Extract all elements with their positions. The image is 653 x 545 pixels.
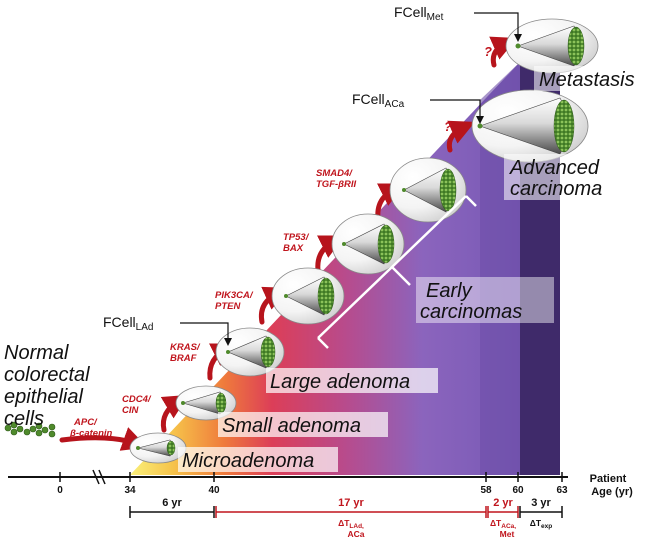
stage-advanced-carcinoma-line2: carcinoma	[510, 178, 602, 200]
tick-label-60: 60	[512, 485, 524, 496]
normal-cells-cluster	[4, 421, 56, 438]
label-bg-early-carcinomas	[416, 277, 554, 323]
stage-normal-line4: cells	[4, 408, 44, 430]
mutation-unknown-2: ?	[484, 44, 492, 59]
stage-metastasis: Metastasis	[539, 69, 635, 91]
early-carcinomas-bracket	[317, 195, 477, 349]
tick-label-0: 0	[57, 485, 63, 496]
label-bg-metastasis	[534, 66, 630, 91]
delta-t-aca-met-label: ΔTACa,	[490, 518, 516, 530]
svg-text:FCellACa: FCellACa	[352, 91, 405, 110]
svg-text:FCellMet: FCellMet	[394, 4, 444, 23]
tick-label-63: 63	[556, 485, 568, 496]
stage-small-adenoma: Small adenoma	[222, 415, 361, 437]
tumor-bubble-early-carcinoma-3	[389, 157, 467, 223]
mutation-unknown-1: ?	[444, 119, 452, 134]
mutation-braf: BRAF	[170, 353, 197, 364]
stage-microadenoma: Microadenoma	[182, 450, 314, 472]
mutation-pik3ca: PIK3CA/	[215, 290, 254, 301]
tumor-bubble-small-adenoma	[175, 385, 237, 421]
mutation-cdc4: CDC4/	[122, 394, 152, 405]
label-bg-large-adenoma	[266, 368, 438, 393]
duration-17yr: 17 yr	[338, 497, 364, 509]
tick-label-34: 34	[124, 485, 136, 496]
axis-label-patient: Patient	[590, 473, 627, 485]
stage-normal-line3: epithelial	[4, 386, 84, 408]
mutation-tgf-bria: TGF-βRII	[316, 179, 357, 190]
delta-t-lad-aca-label-2: ACa	[347, 529, 364, 539]
age-axis: 0 34 40 58 60 63 Patient Age (yr)	[8, 469, 633, 498]
label-bg-small-adenoma	[218, 412, 388, 437]
label-bg-microadenoma	[178, 447, 338, 472]
delta-t-exp-label: ΔTexp	[530, 518, 553, 530]
stage-large-adenoma: Large adenoma	[270, 371, 410, 393]
tick-label-40: 40	[208, 485, 220, 496]
duration-bars: 6 yr 17 yr ΔTLAd, ACa 2 yr ΔTACa, Met 3 …	[129, 497, 563, 539]
stage-advanced-carcinoma-line1: Advanced	[509, 157, 600, 179]
duration-6yr: 6 yr	[162, 497, 182, 509]
delta-t-aca-met-label-2: Met	[500, 529, 515, 539]
tumor-bubble-large-adenoma	[215, 327, 285, 377]
founder-cell-lad: FCellLAd	[103, 314, 232, 346]
duration-3yr: 3 yr	[531, 497, 551, 509]
axis-break	[92, 469, 100, 485]
stage-early-carcinomas-line2: carcinomas	[420, 301, 522, 323]
mutation-smad4: SMAD4/	[316, 168, 353, 179]
axis-break	[98, 469, 106, 485]
tumor-bubble-advanced-carcinoma	[471, 89, 589, 163]
tumor-bubble-microadenoma	[129, 432, 187, 464]
tumor-bubble-metastasis	[505, 18, 599, 74]
mutation-cin: CIN	[122, 405, 140, 416]
founder-cell-met: FCellMet	[394, 4, 522, 42]
axis-label-age: Age (yr)	[591, 486, 633, 498]
duration-2yr: 2 yr	[493, 497, 513, 509]
svg-text:FCellLAd: FCellLAd	[103, 314, 153, 333]
delta-t-lad-aca-label: ΔTLAd,	[338, 518, 364, 530]
mutation-bax: BAX	[283, 243, 304, 254]
founder-cell-aca: FCellACa	[352, 91, 484, 124]
mutation-apc: APC/	[73, 417, 98, 428]
mutation-kras: KRAS/	[170, 342, 201, 353]
stage-early-carcinomas-line1: Early	[426, 280, 473, 302]
mutation-beta-catenin: β-catenin	[69, 428, 113, 439]
label-bg-advanced-carcinoma	[504, 154, 614, 200]
tick-label-58: 58	[480, 485, 492, 496]
mutation-tp53: TP53/	[283, 232, 310, 243]
stage-normal-line1: Normal	[4, 342, 69, 364]
tumor-bubble-early-carcinoma-1	[271, 267, 345, 325]
tumor-bubble-early-carcinoma-2	[331, 213, 405, 275]
stage-normal-line2: colorectal	[4, 364, 90, 386]
mutation-pten: PTEN	[215, 301, 241, 312]
